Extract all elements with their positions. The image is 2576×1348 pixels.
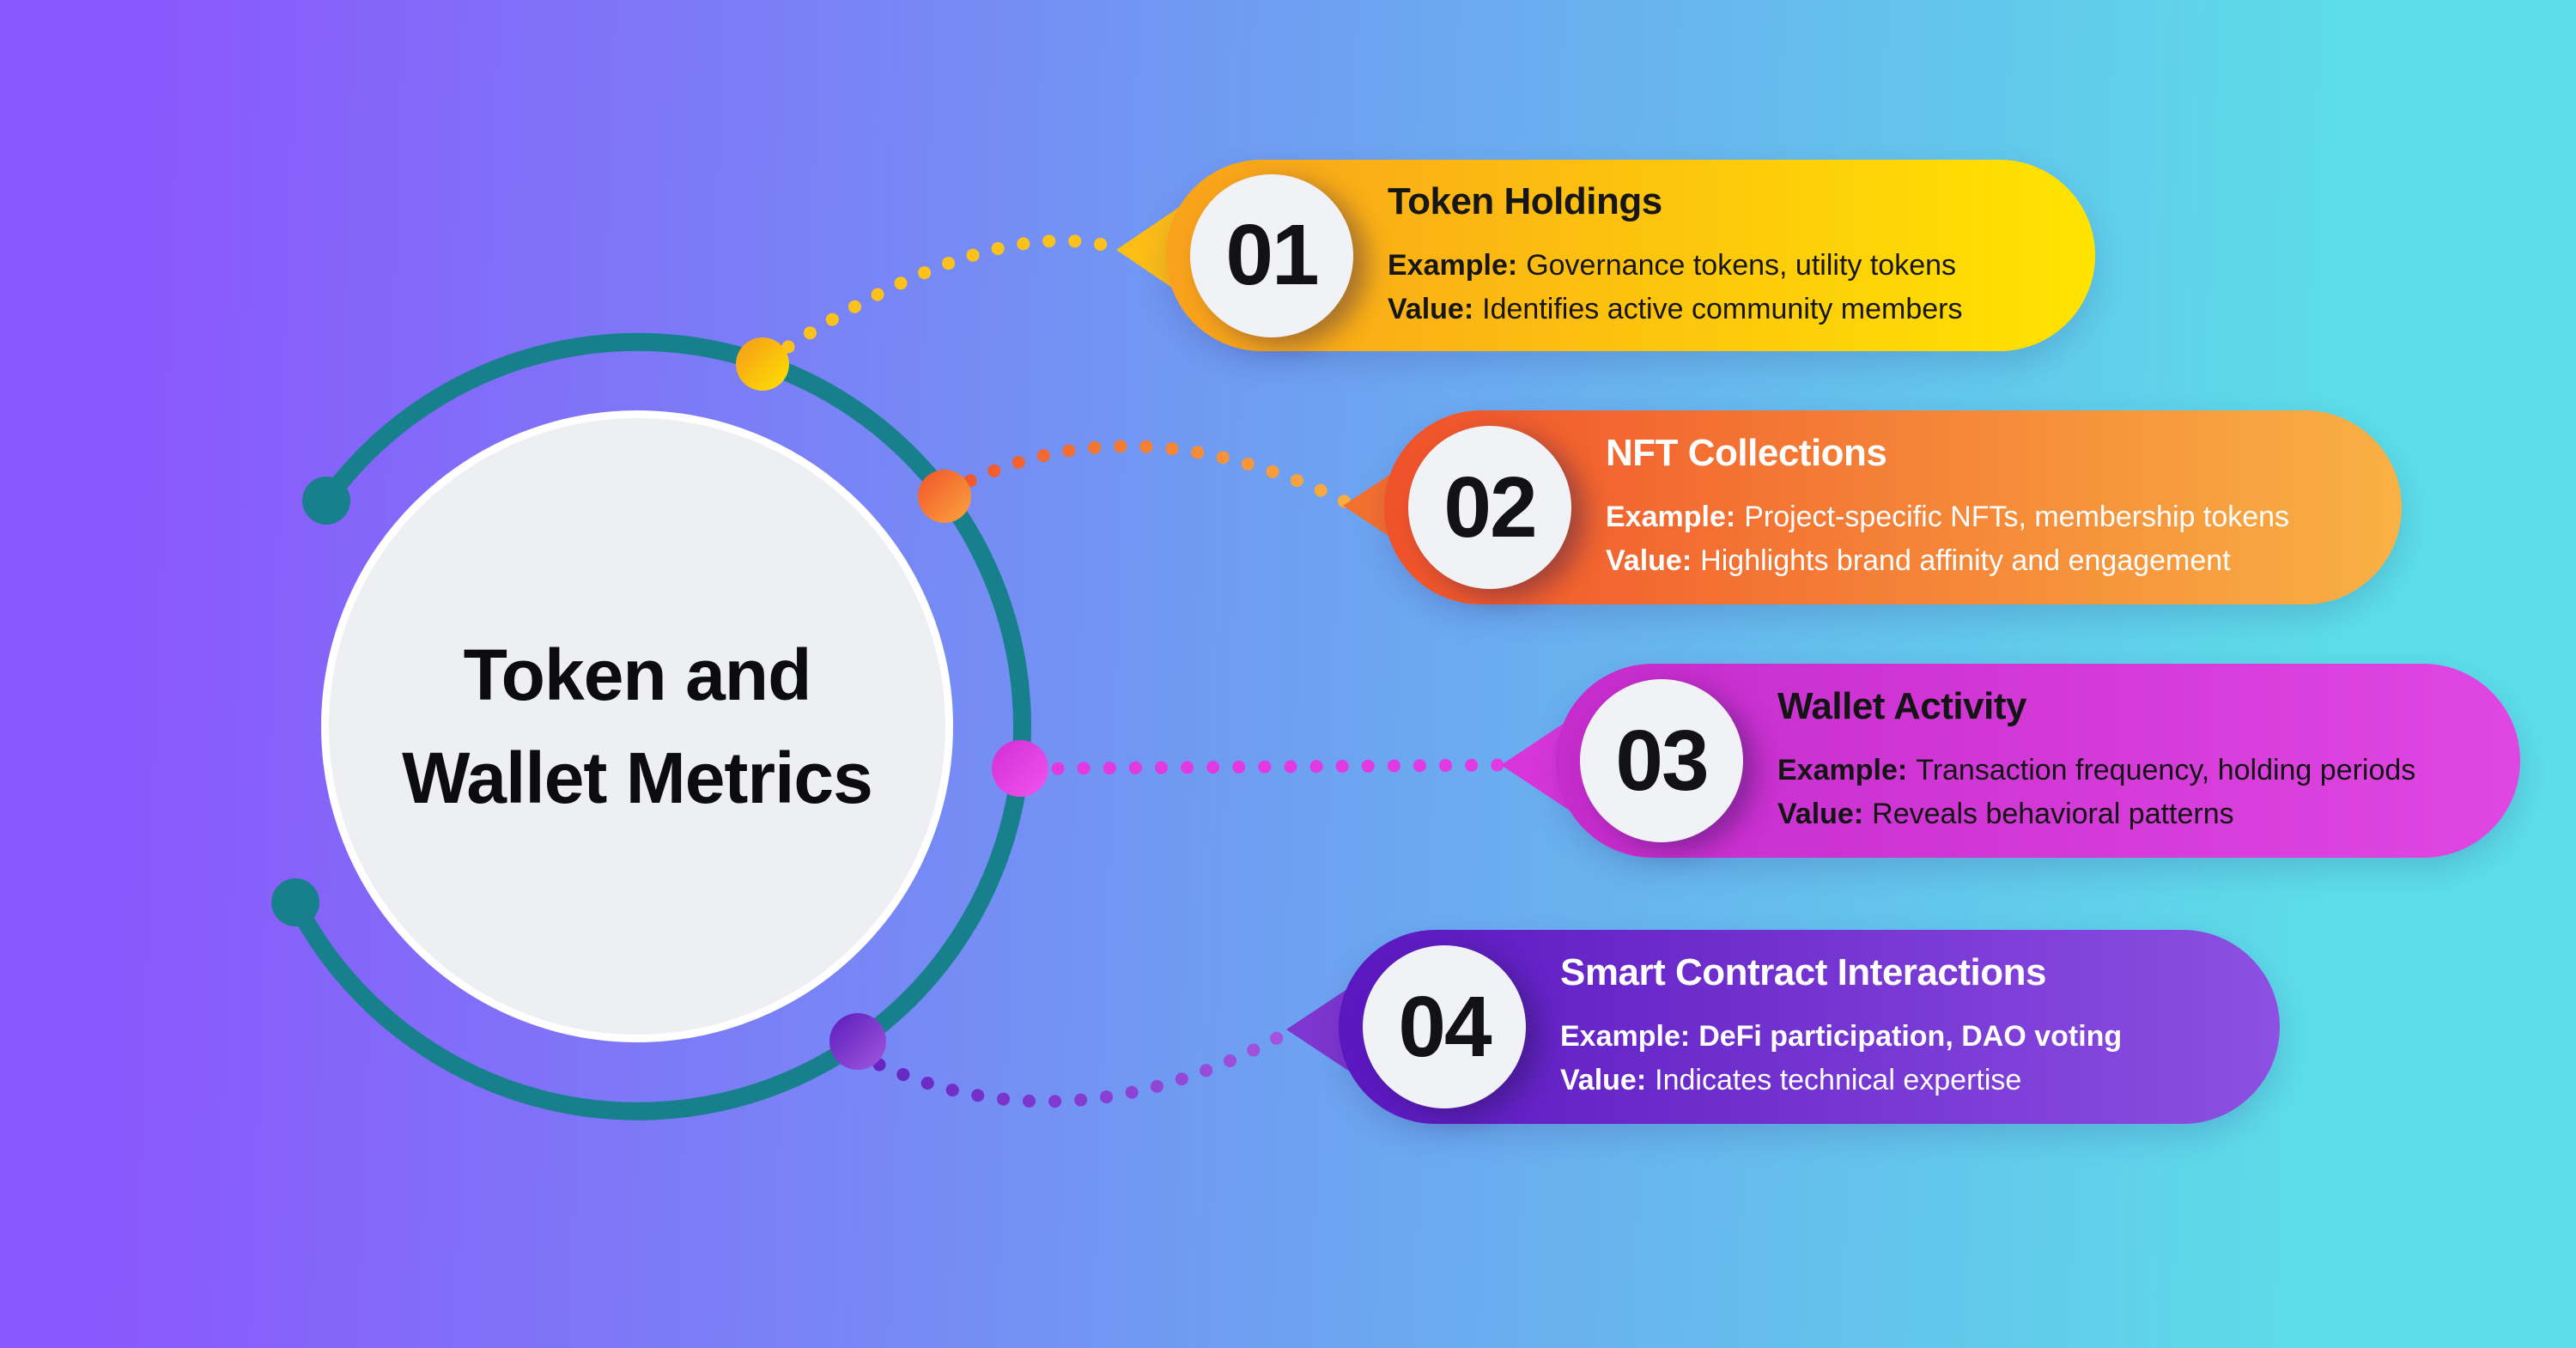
card-example-line: Example:Governance tokens, utility token… — [1388, 244, 1962, 288]
card-value-line: Value:Identifies active community member… — [1388, 288, 1962, 331]
orbit-ring-end-dot-top — [302, 477, 350, 525]
card-value-line: Value:Highlights brand affinity and enga… — [1606, 539, 2289, 583]
card-number-badge-02: 02 — [1408, 426, 1571, 589]
card-number-badge-01: 01 — [1190, 173, 1353, 337]
value-label: Value: — [1606, 544, 1692, 577]
value-text: Highlights brand affinity and engagement — [1700, 544, 2231, 577]
card-text-04: Smart Contract Interactions Example:DeFi… — [1560, 951, 2122, 1102]
card-title-smart-contract: Smart Contract Interactions — [1560, 951, 2046, 993]
ring-dot-smart-contract — [829, 1013, 886, 1070]
card-number-04: 04 — [1398, 978, 1492, 1075]
card-title-nft-collections: NFT Collections — [1606, 432, 1887, 474]
card-number-badge-03: 03 — [1580, 679, 1743, 842]
example-text: Project-specific NFTs, membership tokens — [1744, 501, 2290, 533]
value-text: Indicates technical expertise — [1655, 1064, 2022, 1096]
connector-dotted-wallet-activity — [1051, 758, 1508, 775]
value-label: Value: — [1388, 292, 1474, 325]
example-label: Example: — [1606, 501, 1736, 533]
ring-dot-token-holdings — [736, 337, 789, 391]
connector-dotted-nft-collections — [963, 440, 1355, 510]
card-number-03: 03 — [1615, 712, 1709, 809]
connector-dotted-smart-contract — [872, 1024, 1297, 1108]
value-text: Identifies active community members — [1482, 292, 1963, 325]
center-title-line1: Token and — [463, 634, 812, 715]
card-nft-collections: 02 NFT Collections Example:Project-speci… — [1384, 410, 2402, 604]
orbit-ring-end-dot-bottom — [271, 878, 319, 926]
card-text-01: Token Holdings Example:Governance tokens… — [1388, 180, 1962, 331]
card-number-02: 02 — [1443, 458, 1537, 556]
card-arrow-wallet-activity — [1501, 716, 1575, 814]
card-number-badge-04: 04 — [1363, 945, 1526, 1108]
example-text: Governance tokens, utility tokens — [1526, 248, 1957, 282]
card-example-line: Example:Project-specific NFTs, membershi… — [1606, 495, 2289, 539]
example-text: Transaction frequency, holding periods — [1916, 754, 2416, 786]
card-wallet-activity: 03 Wallet Activity Example:Transaction f… — [1556, 664, 2520, 858]
center-title-line2: Wallet Metrics — [402, 738, 873, 818]
card-title-wallet-activity: Wallet Activity — [1777, 685, 2026, 727]
card-token-holdings: 01 Token Holdings Example:Governance tok… — [1166, 160, 2095, 351]
ring-dot-nft-collections — [918, 470, 971, 523]
center-title: Token and Wallet Metrics — [402, 623, 873, 829]
example-label: Example: — [1560, 1020, 1691, 1053]
card-title-token-holdings: Token Holdings — [1388, 179, 1662, 222]
card-text-02: NFT Collections Example:Project-specific… — [1606, 432, 2289, 583]
value-text: Reveals behavioral patterns — [1872, 798, 2234, 830]
card-text-03: Wallet Activity Example:Transaction freq… — [1777, 685, 2415, 836]
example-text: DeFi participation, DAO voting — [1698, 1020, 2123, 1053]
card-value-line: Value:Indicates technical expertise — [1560, 1059, 2122, 1102]
card-number-01: 01 — [1225, 207, 1319, 303]
connector-dotted-token-holdings — [781, 234, 1127, 354]
card-example-line: Example:Transaction frequency, holding p… — [1777, 749, 2415, 792]
ring-dot-wallet-activity — [992, 740, 1048, 797]
card-example-line: Example:DeFi participation, DAO voting — [1560, 1015, 2122, 1059]
center-circle: Token and Wallet Metrics — [321, 410, 953, 1042]
value-label: Value: — [1777, 798, 1864, 830]
card-smart-contract-interactions: 04 Smart Contract Interactions Example:D… — [1339, 930, 2280, 1124]
card-value-line: Value:Reveals behavioral patterns — [1777, 792, 2415, 836]
example-label: Example: — [1777, 754, 1908, 786]
example-label: Example: — [1388, 248, 1518, 282]
value-label: Value: — [1560, 1064, 1647, 1096]
